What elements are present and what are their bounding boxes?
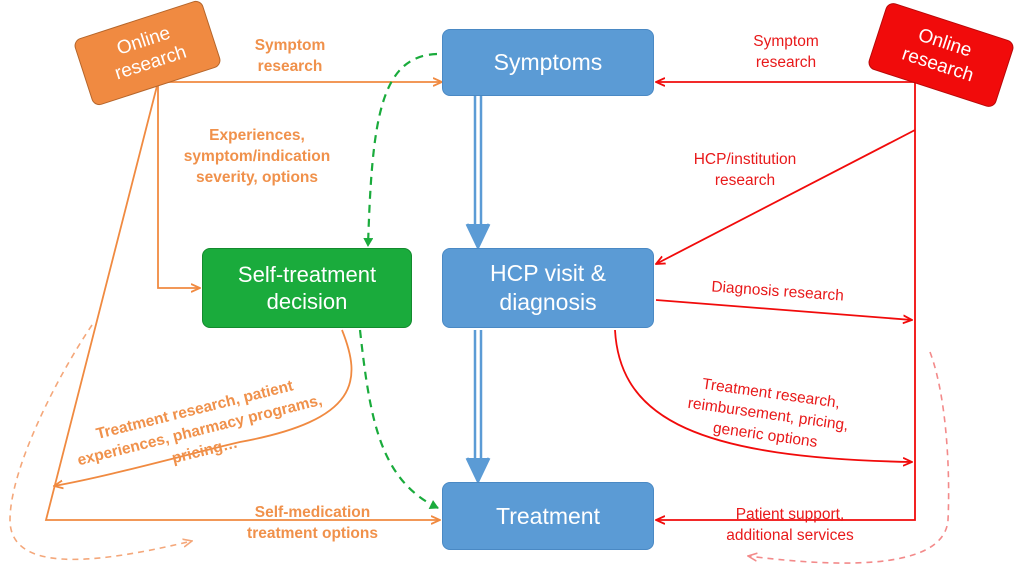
self-treatment-box-label: Self-treatment decision <box>237 261 377 315</box>
symptoms-box-label: Symptoms <box>493 49 603 76</box>
left-symptom-research-label: Symptom research <box>240 36 340 78</box>
right-symptom-research-label: Symptom research <box>735 32 837 74</box>
symptoms-box: Symptoms <box>442 29 654 96</box>
right-patient-support-label: Patient support, additional services <box>705 505 875 547</box>
hcp-visit-box-label: HCP visit & diagnosis <box>490 260 606 315</box>
self-treatment-dashed-arrows <box>358 52 439 510</box>
left-online-research-arrows <box>44 82 442 520</box>
treatment-box-label: Treatment <box>496 502 600 529</box>
right-hcp-institution-label: HCP/institution research <box>670 150 820 192</box>
hcp-visit-box: HCP visit & diagnosis <box>442 248 654 328</box>
left-symptom-research-text: Symptom research <box>254 37 326 75</box>
treatment-box: Treatment <box>442 482 654 550</box>
main-flow-arrows <box>465 96 491 485</box>
right-online-research-arrows <box>614 82 916 520</box>
left-experiences-text: Experiences, symptom/indication severity… <box>183 127 331 186</box>
online-research-right-text: Online research <box>899 24 977 87</box>
left-experiences-label: Experiences, symptom/indication severity… <box>162 126 352 189</box>
online-research-left-text: Online research <box>112 22 190 85</box>
self-treatment-box: Self-treatment decision <box>202 248 412 328</box>
left-self-medication-label: Self-medication treatment options <box>225 503 400 545</box>
left-self-medication-text: Self-medication treatment options <box>247 504 378 542</box>
loop-dashed-arrows <box>9 324 950 564</box>
right-hcp-institution-text: HCP/institution research <box>693 151 797 189</box>
right-symptom-research-text: Symptom research <box>753 33 819 71</box>
right-patient-support-text: Patient support, additional services <box>726 506 854 544</box>
